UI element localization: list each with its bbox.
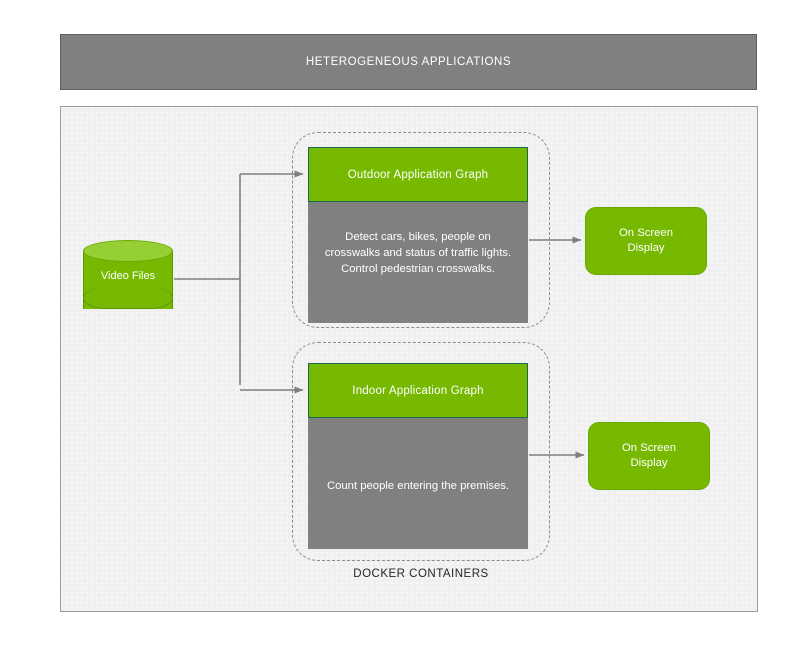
docker-container-outdoor	[292, 132, 550, 328]
indoor-application-header-label: Indoor Application Graph	[352, 384, 484, 397]
docker-container-indoor	[292, 342, 550, 561]
docker-containers-caption: DOCKER CONTAINERS	[353, 568, 489, 580]
on-screen-display-outdoor[interactable]: On Screen Display	[585, 207, 707, 275]
on-screen-display-indoor[interactable]: On Screen Display	[588, 422, 710, 490]
video-files-label: Video Files	[100, 270, 156, 282]
indoor-application-description: Count people entering the premises.	[326, 480, 510, 492]
diagram-title-bar: HETEROGENEOUS APPLICATIONS	[60, 34, 757, 90]
indoor-application-node[interactable]: Indoor Application Graph Count people en…	[308, 363, 528, 549]
video-files-node[interactable]: Video Files	[83, 240, 173, 320]
outdoor-application-description: Detect cars, bikes, people on crosswalks…	[324, 231, 512, 275]
cylinder-top-icon	[83, 240, 173, 262]
cylinder-bottom-icon	[83, 287, 173, 309]
on-screen-display-outdoor-label: On Screen Display	[618, 227, 673, 254]
outdoor-application-header-label: Outdoor Application Graph	[347, 168, 489, 181]
on-screen-display-indoor-label: On Screen Display	[621, 442, 676, 469]
page-title: HETEROGENEOUS APPLICATIONS	[305, 56, 512, 68]
indoor-application-header[interactable]: Indoor Application Graph	[308, 363, 528, 418]
outdoor-application-body: Detect cars, bikes, people on crosswalks…	[308, 202, 528, 323]
outdoor-application-header[interactable]: Outdoor Application Graph	[308, 147, 528, 202]
outdoor-application-node[interactable]: Outdoor Application Graph Detect cars, b…	[308, 147, 528, 323]
indoor-application-body: Count people entering the premises.	[308, 418, 528, 549]
